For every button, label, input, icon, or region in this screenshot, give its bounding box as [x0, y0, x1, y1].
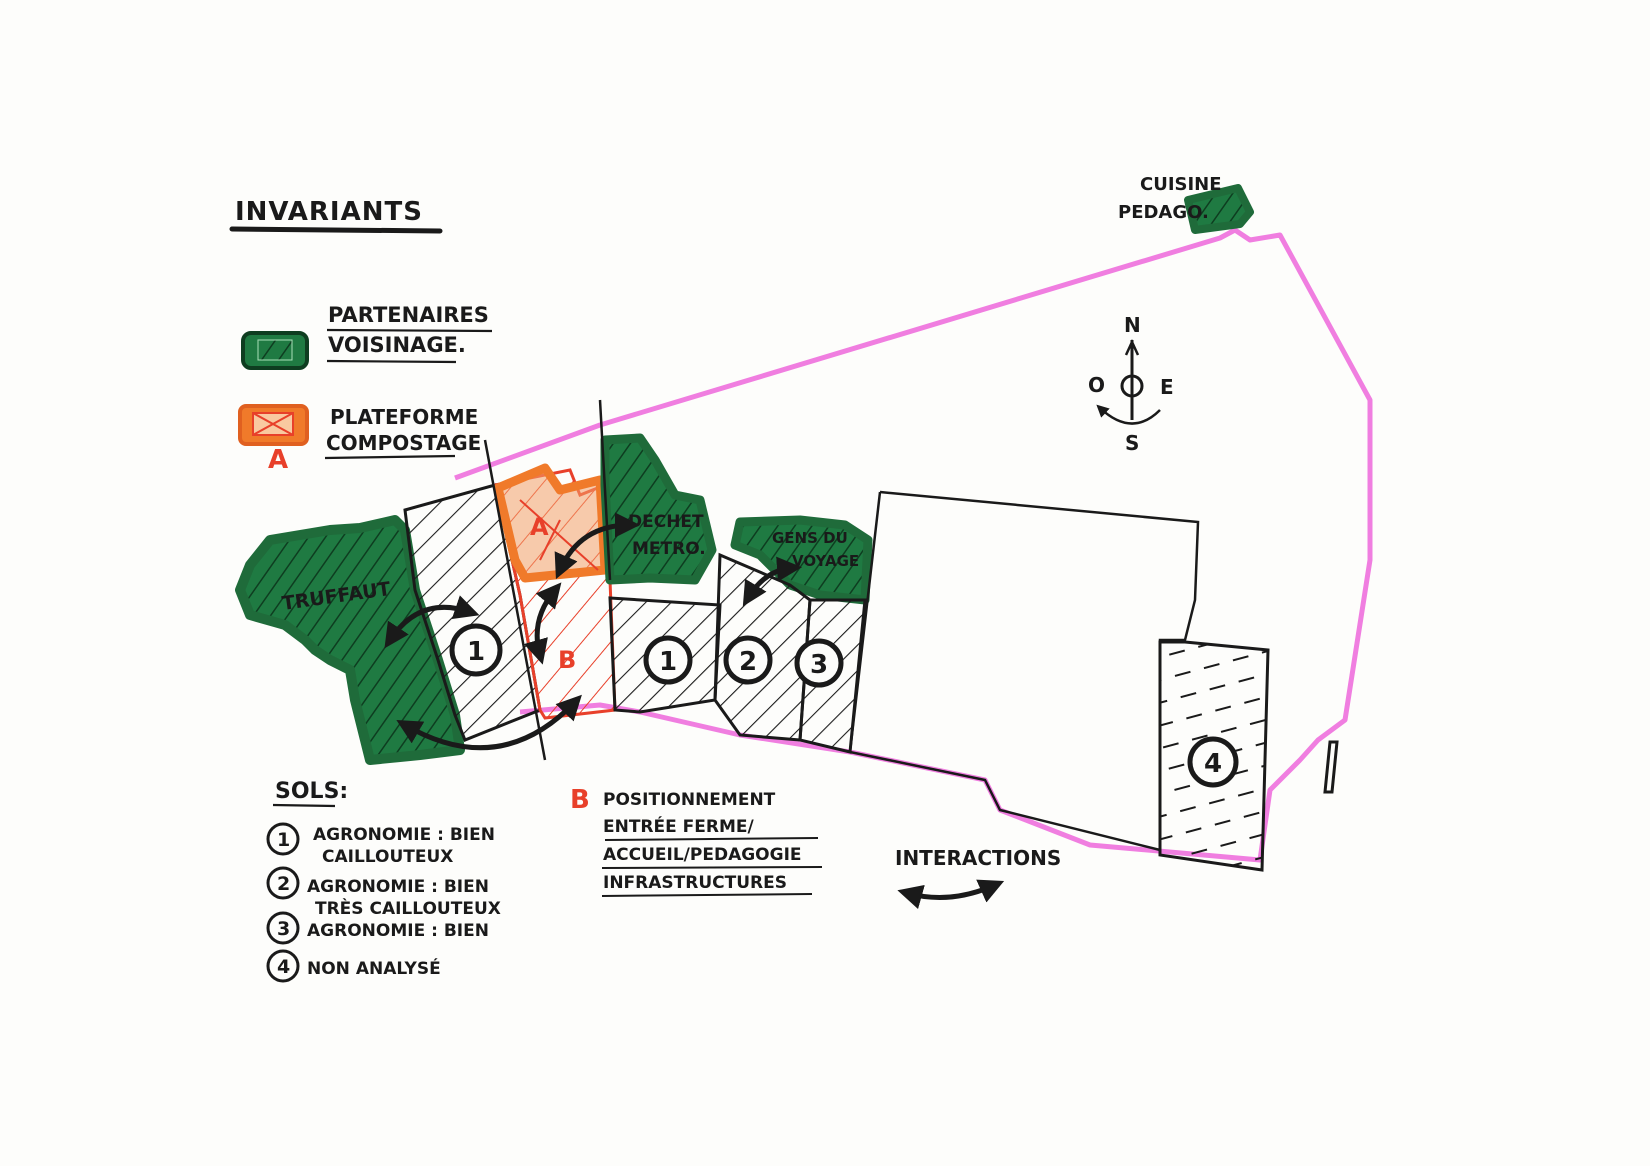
legend-partners-line2: VOISINAGE. — [328, 333, 466, 357]
svg-text:INFRASTRUCTURES: INFRASTRUCTURES — [603, 873, 787, 893]
svg-text:1: 1 — [659, 647, 677, 677]
svg-text:2: 2 — [277, 873, 290, 895]
zone-dechet-metro: DECHET METRO. — [600, 433, 717, 585]
svg-text:4: 4 — [277, 956, 290, 978]
gens-du-voyage-line2: VOYAGE — [792, 552, 859, 570]
svg-text:2: 2 — [739, 647, 757, 677]
svg-text:POSITIONNEMENT: POSITIONNEMENT — [603, 790, 776, 810]
arrow-soil2-gens — [742, 556, 802, 607]
svg-text:1: 1 — [277, 829, 290, 851]
compass-west: O — [1088, 373, 1105, 397]
page-title: INVARIANTS — [229, 197, 443, 234]
cuisine-line2: PEDAGO. — [1118, 202, 1209, 223]
svg-text:4: 4 — [1204, 749, 1222, 779]
soil-number-1-mid: 1 — [643, 635, 693, 685]
cuisine-pedago: CUISINE PEDAGO. — [1118, 174, 1254, 234]
svg-text:1: 1 — [467, 637, 485, 667]
svg-text:3: 3 — [277, 918, 290, 940]
svg-text:NON ANALYSÉ: NON ANALYSÉ — [307, 957, 441, 979]
svg-text:CAILLOUTEUX: CAILLOUTEUX — [322, 847, 453, 867]
positioning-letter: B — [570, 785, 590, 815]
interactions-arrow-icon — [897, 879, 1005, 910]
cuisine-line1: CUISINE — [1140, 174, 1222, 195]
soil-number-2: 2 — [723, 635, 773, 685]
soils-item-3: 3 AGRONOMIE : BIEN — [266, 911, 489, 945]
title-text: INVARIANTS — [235, 197, 423, 227]
legend-compost: A PLATEFORME COMPOSTAGE — [238, 404, 481, 475]
arrow-a-dechet — [554, 512, 640, 580]
zone-b-label: B — [558, 646, 576, 674]
legend-partners-line1: PARTENAIRES — [328, 303, 489, 327]
parcel-outline — [849, 490, 1200, 852]
compass: N S E O — [1088, 313, 1174, 455]
interactions-legend: INTERACTIONS — [895, 846, 1061, 910]
legend-partners: PARTENAIRES VOISINAGE. — [241, 303, 493, 370]
interaction-arrows — [384, 512, 802, 751]
compass-south: S — [1125, 431, 1139, 455]
soils-item-1: 1 AGRONOMIE : BIEN CAILLOUTEUX — [266, 822, 495, 867]
soils-legend: SOLS: 1 AGRONOMIE : BIEN CAILLOUTEUX 2 A… — [266, 779, 501, 983]
soil-number-1-left: 1 — [449, 623, 503, 677]
svg-text:3: 3 — [810, 650, 828, 680]
dechet-metro-line2: METRO. — [632, 539, 706, 559]
legend-compost-letter: A — [268, 445, 288, 475]
soils-title: SOLS: — [275, 779, 348, 804]
zone-a-label: A — [530, 513, 549, 541]
compass-east: E — [1160, 375, 1174, 399]
legend-compost-line1: PLATEFORME — [330, 405, 478, 429]
positioning-note: B POSITIONNEMENT ENTRÉE FERME/ ACCUEIL/P… — [570, 785, 823, 897]
arrow-a-b — [523, 582, 562, 665]
gens-du-voyage-line1: GENS DU — [772, 529, 848, 547]
boundary-marker — [1323, 740, 1339, 794]
svg-text:TRÈS CAILLOUTEUX: TRÈS CAILLOUTEUX — [315, 897, 501, 919]
arrow-truffaut-b — [396, 694, 582, 751]
interactions-label: INTERACTIONS — [895, 846, 1061, 870]
soils-item-4: 4 NON ANALYSÉ — [266, 949, 441, 983]
svg-text:AGRONOMIE : BIEN: AGRONOMIE : BIEN — [307, 921, 489, 941]
soils-item-2: 2 AGRONOMIE : BIEN TRÈS CAILLOUTEUX — [266, 866, 501, 919]
svg-text:ENTRÉE FERME/: ENTRÉE FERME/ — [603, 815, 755, 837]
arrow-truffaut-soil1 — [384, 595, 480, 649]
soil-number-4: 4 — [1187, 736, 1239, 788]
site-boundary — [454, 227, 1373, 863]
svg-text:AGRONOMIE : BIEN: AGRONOMIE : BIEN — [307, 877, 489, 897]
dechet-metro-line1: DECHET — [628, 512, 704, 532]
legend-compost-line2: COMPOSTAGE — [326, 431, 481, 455]
svg-text:AGRONOMIE : BIEN: AGRONOMIE : BIEN — [313, 825, 495, 845]
compass-north: N — [1124, 313, 1141, 337]
svg-text:ACCUEIL/PEDAGOGIE: ACCUEIL/PEDAGOGIE — [603, 845, 802, 865]
soil-number-3: 3 — [794, 638, 844, 688]
